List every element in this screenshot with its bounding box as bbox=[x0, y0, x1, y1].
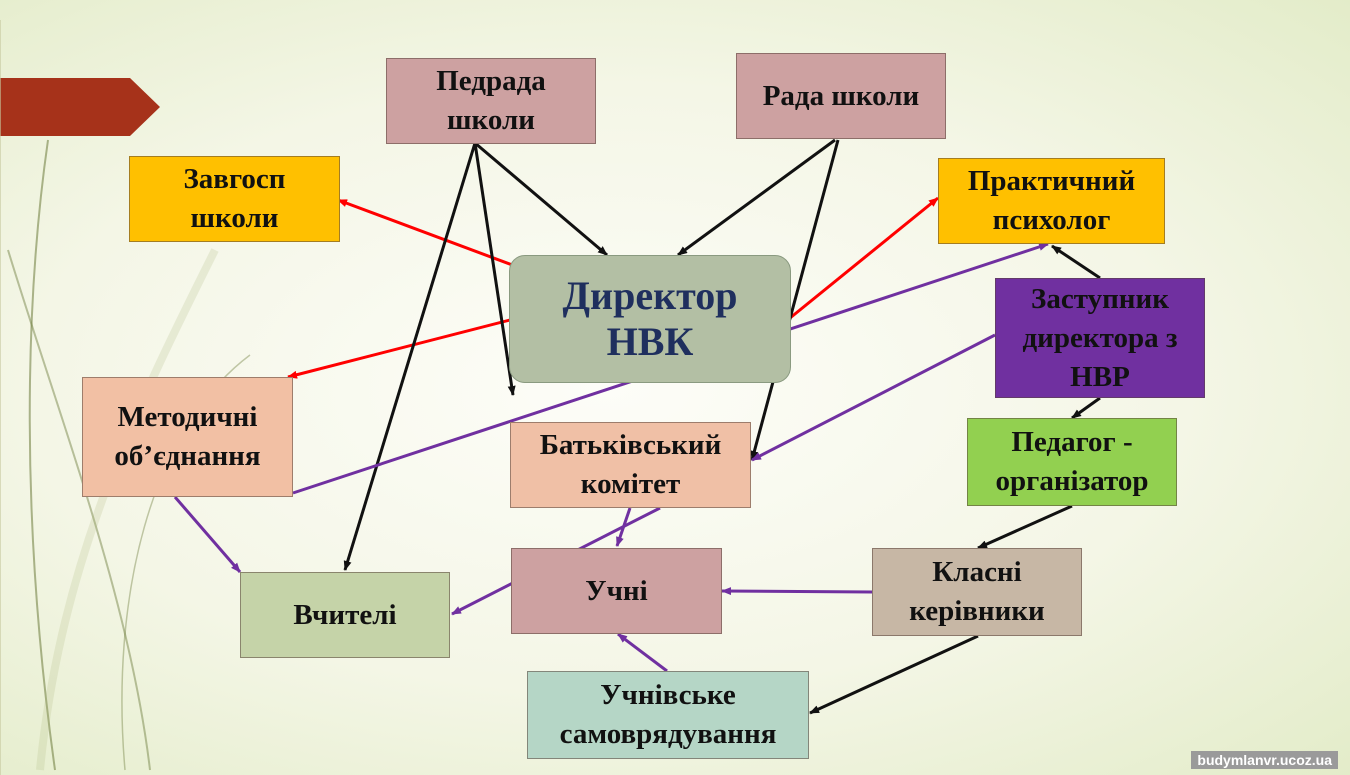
node-rada-shkoly: Рада школи bbox=[736, 53, 946, 139]
arrow-klasni-to-samovriaduvannia bbox=[809, 634, 979, 715]
node-pedahoh-orhanizator: Педагог - організатор bbox=[967, 418, 1177, 506]
arrow-klasni-to-uchni bbox=[721, 587, 873, 596]
node-uchnivske-samovriaduvannia: Учнівське самоврядування bbox=[527, 671, 809, 759]
node-metodychni-obiednannia: Методичні об’єднання bbox=[82, 377, 293, 497]
node-director: Директор НВК bbox=[509, 255, 791, 383]
node-klasni-kerivnyky: Класні керівники bbox=[872, 548, 1082, 636]
node-zavhosp: Завгосп школи bbox=[129, 156, 340, 242]
watermark: budymlanvr.ucoz.ua bbox=[1191, 751, 1338, 769]
arrow-rada-to-director bbox=[677, 138, 836, 257]
decorative-swirl bbox=[28, 139, 56, 771]
arrow-director-to-psykholoh bbox=[789, 196, 939, 320]
node-praktychnyi-psykholoh: Практичний психолог bbox=[938, 158, 1165, 244]
node-zastupnyk-dyrektora: Заступник директора з НВР bbox=[995, 278, 1205, 398]
arrow-director-to-metodychni bbox=[287, 318, 511, 379]
arrow-pedrada-to-vchyteli bbox=[343, 142, 477, 571]
arrow-pedrada-to-director bbox=[474, 141, 608, 257]
arrow-director-to-zavhosp bbox=[337, 198, 516, 268]
arrow-zastupnyk-to-batkivskyi bbox=[751, 333, 996, 462]
node-vchyteli: Вчителі bbox=[240, 572, 450, 658]
arrow-zastupnyk-to-pedahoh bbox=[1071, 396, 1101, 420]
title-banner-shape bbox=[0, 78, 160, 136]
decorative-swirl bbox=[7, 249, 151, 771]
arrow-pedahoh-to-klasni bbox=[977, 504, 1073, 550]
arrow-metodychni-to-vchyteli bbox=[173, 496, 242, 573]
arrow-rada-to-batkivskyi bbox=[750, 139, 840, 461]
arrow-samovriaduvannia-to-uchni bbox=[617, 632, 668, 673]
node-uchni: Учні bbox=[511, 548, 722, 634]
node-batkivskyi-komitet: Батьківський комітет bbox=[510, 422, 751, 508]
arrow-pedrada-to-batkivskyi bbox=[473, 142, 516, 396]
arrow-zastupnyk-to-psykholoh bbox=[1051, 244, 1101, 280]
node-pedrada: Педрада школи bbox=[386, 58, 596, 144]
